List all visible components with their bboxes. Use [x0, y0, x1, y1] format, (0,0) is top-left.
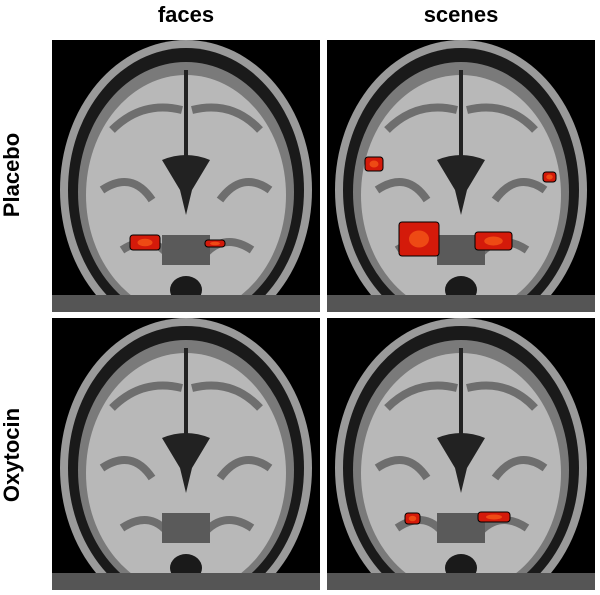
- activation-peak: [369, 160, 379, 168]
- activation-peak: [409, 230, 429, 248]
- activation-peak: [137, 238, 153, 247]
- brain-panel-oxytocin-faces: [52, 318, 320, 590]
- brain-panel-placebo-scenes: [327, 40, 595, 312]
- activation-peak: [484, 236, 503, 246]
- activation-peak: [408, 515, 417, 522]
- row-label-placebo: Placebo: [0, 132, 24, 218]
- activation-peak: [486, 514, 502, 520]
- activation-peak: [210, 241, 220, 246]
- column-label-faces: faces: [157, 2, 215, 27]
- row-label-oxytocin: Oxytocin: [0, 407, 24, 503]
- brain-panel-oxytocin-scenes: [327, 318, 595, 590]
- activation-peak: [546, 174, 553, 180]
- brain-panel-placebo-faces: [52, 40, 320, 312]
- column-label-scenes: scenes: [423, 2, 499, 27]
